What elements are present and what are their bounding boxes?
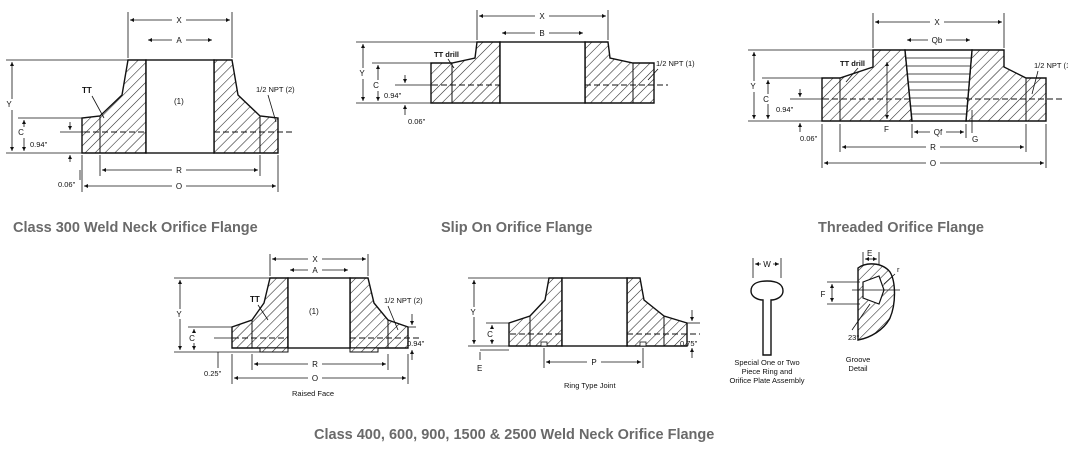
slip-on-drawing: X B Y C 0.94" 0.06" TT drill 1/2 NPT (1) [356,10,695,126]
dim-o-label: O [930,159,936,168]
dim-hole-label: 0.94" [384,91,402,100]
dim-b-label: B [539,29,544,38]
dim-gap-label: 0.06" [408,117,426,126]
dim-o-label: O [312,374,318,383]
dim-hole-label: 0.75" [680,339,698,348]
angle-label: 23° [848,333,859,342]
caption-slip-on: Slip On Orifice Flange [441,220,593,236]
tt-label: TT [82,86,92,95]
groove-caption-line1: Groove [846,355,871,364]
dim-x-label: X [312,255,318,264]
dim-qf-label: Qf [934,128,943,137]
caption-weld-neck-300: Class 300 Weld Neck Orifice Flange [13,220,258,236]
dim-qb-label: Qb [932,36,943,45]
tt-label: TT [250,295,260,304]
dim-gap-label: 0.06" [800,134,818,143]
dim-a-label: A [176,36,182,45]
radius-label: r [897,265,900,274]
dim-c-label: C [18,128,24,137]
ring-joint-sublabel: Ring Type Joint [564,381,616,390]
ring-plate-caption-line1: Special One or Two [734,358,799,367]
dim-r-label: R [176,166,182,175]
caption-threaded: Threaded Orifice Flange [818,220,984,236]
dim-p-label: P [591,358,596,367]
dim-c-label: C [487,330,493,339]
raised-face-sublabel: Raised Face [292,389,334,398]
ring-plate-assembly-drawing: W Special One or Two Piece Ring and Orif… [729,258,805,385]
dim-c-label: C [189,334,195,343]
dim-y-label: Y [176,310,182,319]
dim-y-label: Y [750,82,756,91]
dim-gap-label: 0.25" [204,369,222,378]
dim-g-label: G [972,135,978,144]
weld-neck-300-drawing: X A Y C 0.94" 0.06" R O [5,12,295,192]
dim-f-label: F [884,125,889,134]
npt-label: 1/2 NPT (2) [256,85,295,94]
dim-x-label: X [176,16,182,25]
dim-r-label: R [930,143,936,152]
tt-drill-label: TT drill [840,59,865,68]
dim-y-label: Y [470,308,476,317]
bore-label: (1) [309,307,319,316]
dim-x-label: X [539,12,545,21]
threaded-drawing: X Qb Y C 0.94" 0.06" F Qf G [748,13,1068,168]
dim-c-label: C [763,95,769,104]
dim-f-label: F [821,290,826,299]
ring-plate-caption-line2: Piece Ring and [742,367,793,376]
groove-detail-drawing: E F r 23° Groove Detail [818,249,900,373]
dim-gap-label: 0.06" [58,180,76,189]
raised-face-drawing: X A Y C 0.25" 0.94" R O [174,254,425,398]
dim-hole-label: 0.94" [776,105,794,114]
dim-y-label: Y [359,69,365,78]
tt-drill-label: TT drill [434,50,459,59]
dim-e-label: E [867,249,872,258]
npt-label: 1/2 NPT (2) [384,296,423,305]
dim-hole-label: 0.94" [407,339,425,348]
dim-hole-label: 0.94" [30,140,48,149]
dim-a-label: A [312,266,318,275]
dim-r-label: R [312,360,318,369]
dim-w-label: W [763,260,771,269]
npt-label: 1/2 NPT (1) [656,59,695,68]
npt-label: 1/2 NPT (1) [1034,61,1068,70]
dim-x-label: X [934,18,940,27]
dim-c-label: C [373,81,379,90]
bore-label: (1) [174,97,184,106]
dim-e-label: E [477,364,482,373]
dim-y-label: Y [6,100,12,109]
caption-weld-neck-high-class: Class 400, 600, 900, 1500 & 2500 Weld Ne… [314,427,715,443]
dim-o-label: O [176,182,182,191]
ring-type-joint-drawing: Y C E 0.75" P Ring Type Joint [468,277,700,390]
ring-plate-caption-line3: Orifice Plate Assembly [729,376,804,385]
groove-caption-line2: Detail [848,364,868,373]
